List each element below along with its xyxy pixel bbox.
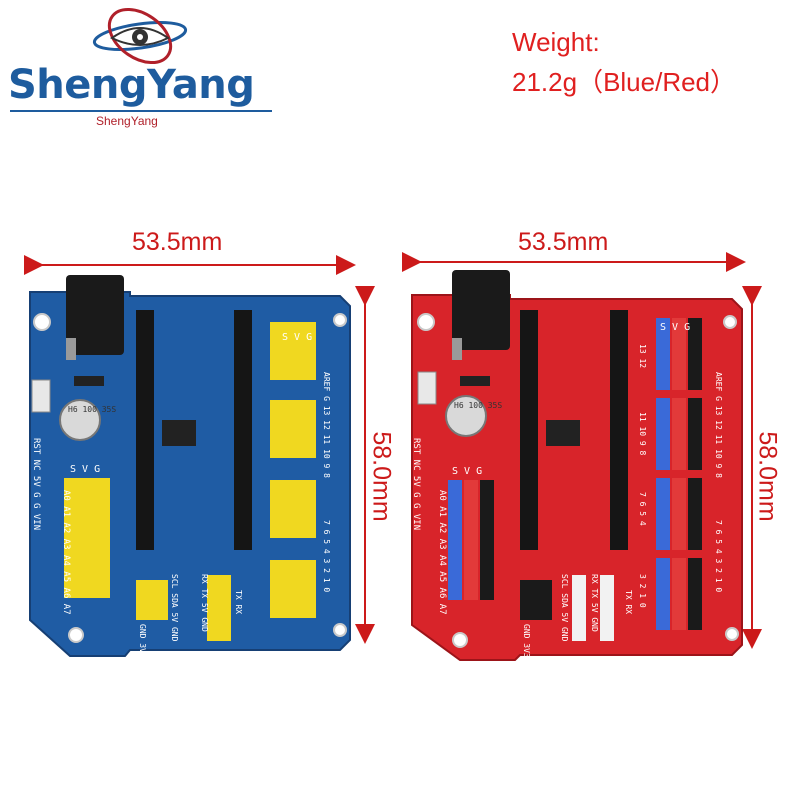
aref-row-labels: AREF G 13 12 11 10 9 8 xyxy=(322,372,331,478)
pin-header-right xyxy=(610,310,628,550)
electrolytic-capacitor xyxy=(59,399,101,441)
group-0-label: 3 2 1 0 xyxy=(638,574,647,608)
diode xyxy=(74,376,104,386)
txrx-labels: TX RX xyxy=(624,590,633,614)
yellow-header-11-8 xyxy=(270,400,316,458)
svg-header-label-left: S V G xyxy=(70,464,100,475)
digital-row-labels: 7 6 5 4 3 2 1 0 xyxy=(322,520,331,592)
txrx-labels: TX RX xyxy=(234,590,243,614)
group-4-label: 7 6 5 4 xyxy=(638,492,647,526)
yellow-header-13-12 xyxy=(270,322,316,380)
yellow-header-7-4 xyxy=(270,480,316,538)
mounting-hole xyxy=(723,315,737,329)
power-pin-labels: RST NC 5V G G VIN xyxy=(31,438,41,530)
brand-subtitle: ShengYang xyxy=(96,114,158,128)
weight-value: 21.2g（Blue/Red） xyxy=(512,67,737,97)
shengyang-logo: ShengYang ShengYang xyxy=(0,0,300,140)
digital-row-labels: 7 6 5 4 3 2 1 0 xyxy=(714,520,723,592)
svg-header-label-left: S V G xyxy=(452,466,482,477)
serial-labels: RX TX 5V GND xyxy=(590,574,599,632)
mounting-hole xyxy=(417,313,435,331)
reset-button xyxy=(417,371,437,405)
dc-power-jack xyxy=(66,275,124,355)
mounting-hole xyxy=(68,627,84,643)
serial-labels: RX TX 5V GND xyxy=(200,574,209,632)
mounting-hole xyxy=(333,623,347,637)
reset-button xyxy=(31,379,51,413)
analog-signal-pins xyxy=(448,480,462,600)
aref-row-labels: AREF G 13 12 11 10 9 8 xyxy=(714,372,723,478)
gnd-3v3-labels: GND 3V3 xyxy=(522,624,531,658)
diode xyxy=(460,376,490,386)
gnd-pins xyxy=(688,318,702,390)
mounting-hole xyxy=(333,313,347,327)
weight-label: Weight: xyxy=(512,27,600,57)
pin-header-right xyxy=(234,310,252,550)
voltage-regulator xyxy=(546,420,580,446)
analog-labels: A0 A1 A2 A3 A4 A5 A6 A7 xyxy=(61,490,71,615)
analog-gnd-pins xyxy=(480,480,494,600)
i2c-header xyxy=(572,575,586,641)
mounting-hole xyxy=(725,627,739,641)
mounting-hole xyxy=(33,313,51,331)
capacitor-label: H6 100 35S xyxy=(68,405,116,414)
mounting-hole xyxy=(452,632,468,648)
yellow-header-3-0 xyxy=(270,560,316,618)
electrolytic-capacitor xyxy=(445,395,487,437)
dc-power-jack xyxy=(452,270,510,350)
analog-vcc-pins xyxy=(464,480,478,600)
pin-header-left xyxy=(136,310,154,550)
svg-header-label-top: S V G xyxy=(660,322,690,333)
brand-underline xyxy=(10,110,272,112)
gnd-3v3-labels: GND 3V3 xyxy=(138,624,147,658)
i2c-labels: SCL SDA 5V GND xyxy=(560,574,569,642)
yellow-header-serial xyxy=(207,575,231,641)
pin-header-left xyxy=(520,310,538,550)
capacitor-label: H6 100 35S xyxy=(454,401,502,410)
brand-name: ShengYang xyxy=(8,62,255,108)
left-width-label: 53.5mm xyxy=(132,228,223,256)
power-pin-labels: RST NC 5V G G VIN xyxy=(411,438,421,530)
voltage-regulator xyxy=(162,420,196,446)
yellow-header-gnd xyxy=(136,580,168,620)
group-9-label: 11 10 9 8 xyxy=(638,412,647,456)
right-width-label: 53.5mm xyxy=(518,228,609,256)
vcc-pins xyxy=(672,318,686,390)
weight-info: Weight: 21.2g（Blue/Red） xyxy=(512,22,736,102)
serial-header xyxy=(600,575,614,641)
analog-labels: A0 A1 A2 A3 A4 A5 A6 A7 xyxy=(437,490,447,615)
eye-logo-icon xyxy=(92,7,188,65)
i2c-labels: SCL SDA 5V GND xyxy=(170,574,179,642)
svg-header-label-top: S V G xyxy=(282,332,312,343)
group-13-label: 13 12 xyxy=(638,344,647,368)
yellow-header-analog xyxy=(64,478,110,598)
signal-pins xyxy=(656,318,670,390)
gnd-3v3-header xyxy=(520,580,552,620)
